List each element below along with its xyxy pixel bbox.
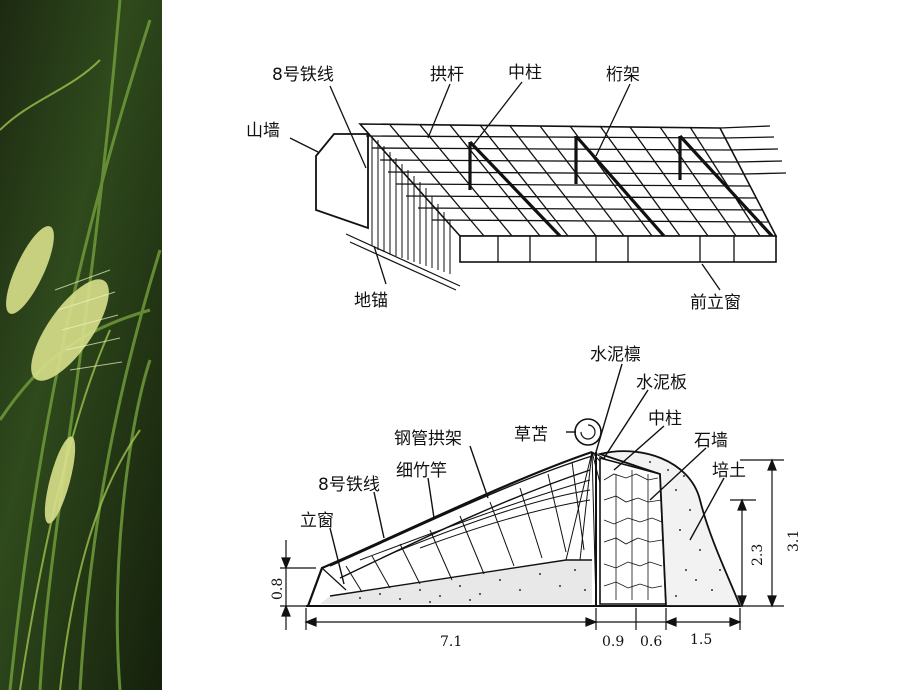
- top-greenhouse-drawing: [289, 81, 787, 291]
- label-soil-bank: 培土: [712, 461, 746, 481]
- label-straw-mat: 草苫: [514, 425, 548, 445]
- label-front-window: 前立窗: [690, 293, 741, 313]
- label-middle-column-bottom: 中柱: [648, 409, 682, 429]
- label-cement-purlin: 水泥檩: [590, 345, 641, 365]
- label-vertical-window: 立窗: [300, 511, 334, 531]
- wheat-photo: [0, 0, 162, 690]
- label-stone-wall: 石墙: [694, 431, 728, 451]
- dim-span: 7.1: [440, 634, 462, 650]
- label-middle-column-top: 中柱: [508, 63, 542, 83]
- label-gable-wall: 山墙: [246, 121, 280, 141]
- label-bamboo-pole: 细竹竿: [396, 461, 447, 481]
- label-cement-board: 水泥板: [636, 373, 687, 393]
- dim-ridge-height: 3.1: [786, 530, 802, 552]
- dim-front-height: 0.8: [270, 578, 286, 600]
- dim-wall-thickness: 0.6: [640, 634, 662, 650]
- label-steel-arch: 钢管拱架: [394, 429, 462, 449]
- dim-wall-inner: 0.9: [602, 634, 624, 650]
- label-wire8-top: 8号铁线: [272, 65, 334, 85]
- label-purlin-frame: 桁架: [606, 65, 640, 85]
- dimension-lines: [280, 458, 784, 630]
- bank-stipple: [649, 461, 721, 597]
- label-arch-bar: 拱杆: [430, 65, 464, 85]
- bottom-greenhouse-section: [306, 363, 742, 607]
- label-wire8-bottom: 8号铁线: [318, 475, 380, 495]
- dim-back-wall-height: 2.3: [750, 544, 766, 566]
- label-ground-anchor: 地锚: [354, 291, 388, 311]
- dim-soil-base: 1.5: [690, 632, 712, 648]
- soil-stipple: [359, 569, 586, 603]
